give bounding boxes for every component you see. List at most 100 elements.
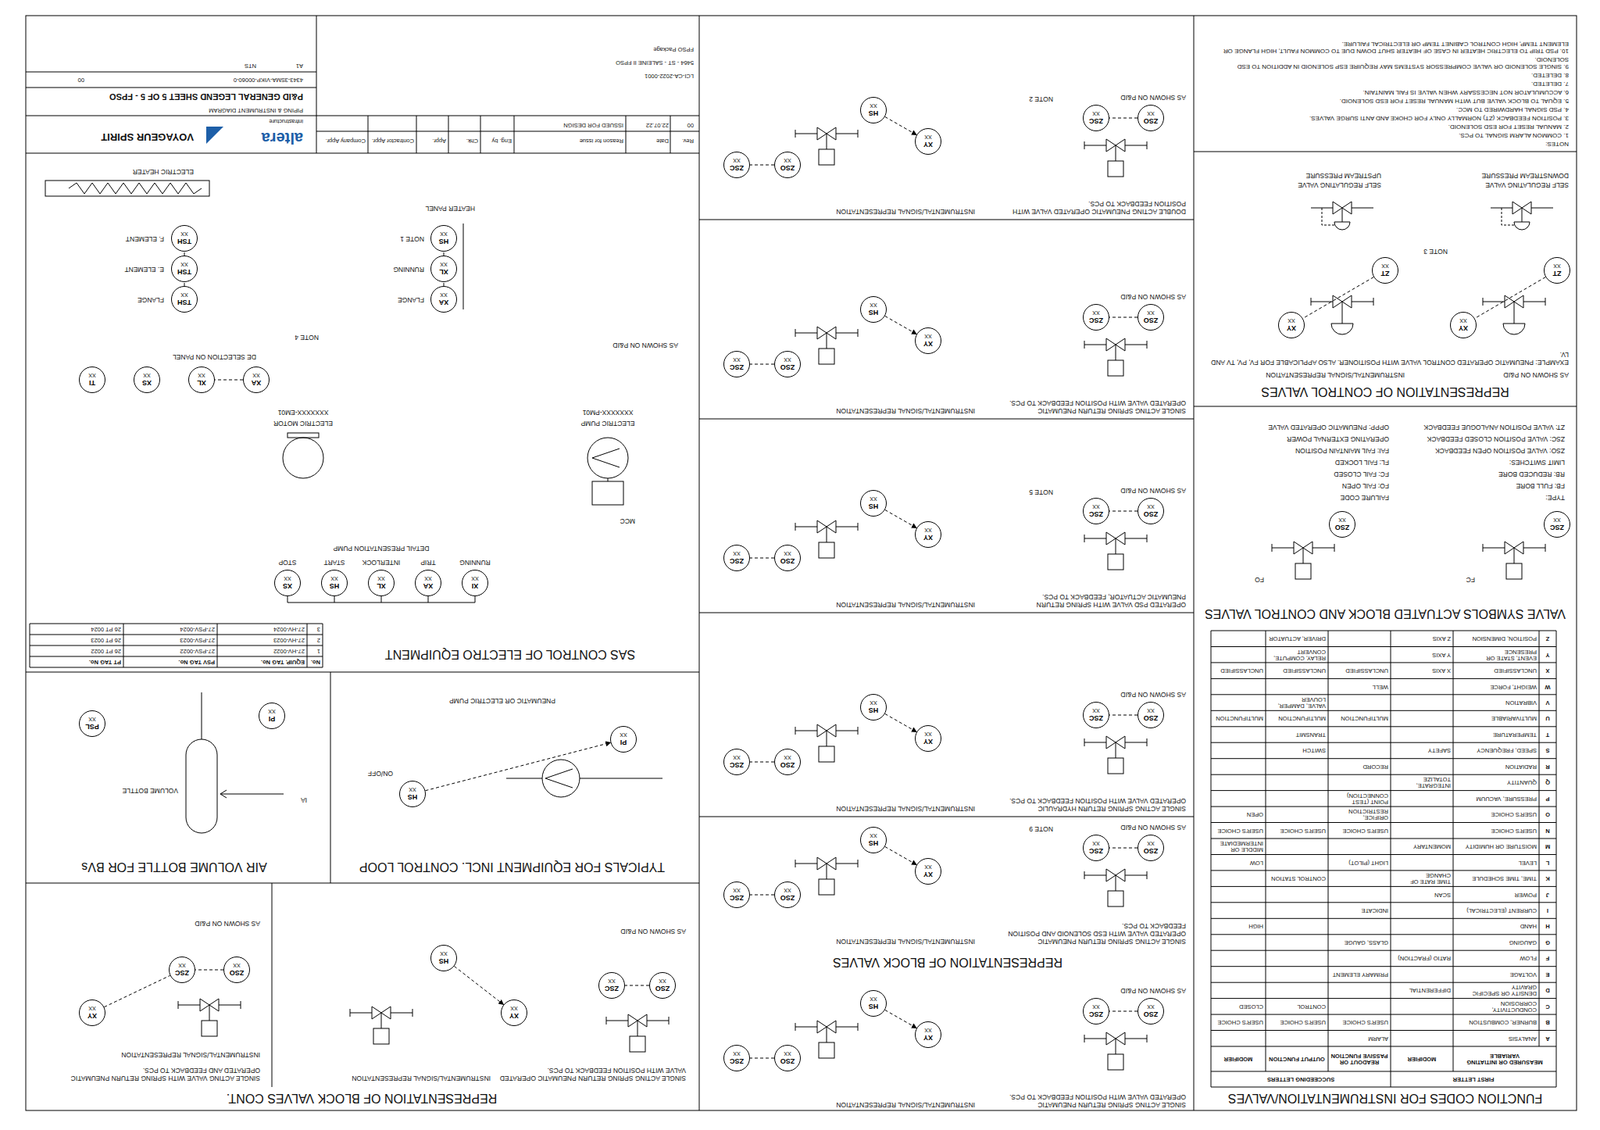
- block-valve-symbol: [795, 127, 858, 165]
- table-cell: 27-PSV-0024: [124, 624, 217, 634]
- instrument-tag: XX: [783, 551, 791, 558]
- table-cell: 26 PT 0023: [30, 635, 123, 645]
- control-valve-symbol: [1482, 295, 1546, 335]
- instrument-bubble: XYXX: [914, 521, 942, 548]
- block-valve-symbol: [1084, 338, 1147, 376]
- instrument-bubble: ZTXX: [1543, 257, 1571, 284]
- instrument-bubble: XYXX: [914, 128, 942, 155]
- instrument-code: ZSC: [729, 1057, 744, 1065]
- instrument-tag: XX: [1553, 517, 1561, 524]
- table-cell: 27-PSV-0023: [124, 635, 217, 645]
- table-cell: 27-PSV-0022: [124, 646, 217, 656]
- instrument-tag: XX: [510, 1006, 518, 1012]
- instrument-code: XY: [923, 871, 933, 879]
- text-label: REPRESENTATION OF BLOCK VALVES: [709, 954, 1186, 969]
- instrument-code: ZSO: [1143, 317, 1159, 325]
- table-cell: A: [1539, 1031, 1556, 1046]
- table-header: MODIFIER: [1391, 1046, 1453, 1071]
- block-valve-symbol: [1084, 532, 1147, 570]
- text-label: MCC: [588, 516, 636, 525]
- instrument-code: ZSC: [604, 985, 619, 993]
- text-label: PIPING & INSTRUMENT DIAGRAM: [29, 106, 304, 114]
- instrument-code: XA: [423, 582, 434, 590]
- text-label: 2. MANUAL RESET FOR ESD SOLENOID.: [1201, 122, 1569, 130]
- table-cell: POINT (TEST CONNECTION): [1328, 791, 1390, 806]
- text-label: LIMIT SWITCHES:: [1396, 457, 1565, 466]
- text-label: NOTES:: [1201, 139, 1569, 147]
- table-cell: EVENT, STATE OR PRESENCE: [1453, 646, 1539, 661]
- instrument-code: ZSO: [780, 557, 796, 565]
- table-cell: Y: [1539, 646, 1556, 661]
- text-label: A1: [271, 61, 304, 69]
- instrument-bubble: XYXX: [1278, 311, 1305, 339]
- instrument-bubble: HSXX: [860, 96, 887, 124]
- table-header: SUCCEEDING LETTERS: [1211, 1071, 1390, 1086]
- instrument-code: XI: [471, 582, 479, 590]
- table-cell: LEVEL: [1453, 854, 1539, 869]
- instrument-tag: XX: [408, 787, 416, 793]
- table-cell: UNCLASSIFIED: [1453, 663, 1539, 678]
- text-label: INSTRUMENTAL/SIGNAL REPRESENTATION: [756, 207, 975, 215]
- instrument-tag: XX: [607, 978, 615, 985]
- instrument-bubble: TIXX: [78, 366, 106, 393]
- table-cell: PRIMARY ELEMENT: [1328, 967, 1390, 982]
- instrument-tag: XX: [197, 373, 205, 379]
- instrument-tag: XX: [1146, 111, 1154, 118]
- text-label: SELF REGULATING VALVE: [1225, 180, 1382, 189]
- logo-mark: [206, 126, 224, 144]
- table-cell: O: [1539, 807, 1556, 822]
- table-cell: No.: [307, 657, 322, 667]
- table-cell: D: [1539, 982, 1556, 997]
- text-label: FLANGE: [78, 295, 165, 304]
- table-cell: F: [1539, 950, 1556, 965]
- block-valve-symbol: [795, 520, 858, 558]
- text-label: Chk.: [448, 136, 479, 144]
- instrument-code: ZSO: [780, 894, 796, 902]
- table-cell: L: [1539, 854, 1556, 869]
- table-cell: DRIVER, ACTUATOR: [1266, 631, 1328, 646]
- table-cell: BURNER, COMBUSTION: [1453, 1014, 1539, 1029]
- text-label: OPERATING EXTERNAL POWER: [1201, 434, 1390, 443]
- table-cell: GLASS, GAUGE: [1328, 935, 1390, 950]
- table-cell: I: [1539, 903, 1556, 918]
- table-cell: K: [1539, 871, 1556, 886]
- table-cell: U: [1539, 710, 1556, 725]
- instrument-code: HS: [868, 503, 879, 511]
- table-cell: MULTIFUNCTION: [1266, 710, 1328, 725]
- table-cell: SCAN: [1391, 886, 1453, 901]
- table-cell: PRESSURE, VACUUM: [1453, 791, 1539, 806]
- text-label: NOTE 9: [1006, 824, 1054, 833]
- instrument-bubble: XAXX: [430, 285, 458, 313]
- text-label: STOP: [265, 557, 310, 566]
- instrument-tag: XX: [869, 103, 877, 110]
- signal-line: [750, 364, 775, 365]
- instrument-code: XS: [142, 379, 152, 387]
- instrument-tag: XX: [1146, 504, 1154, 511]
- instrument-bubble: XSXX: [133, 366, 161, 393]
- table-cell: VALVE, DAMPER, LOUVER: [1266, 695, 1328, 710]
- text-label: FB: FULL BORE: [1396, 481, 1565, 490]
- instrument-bubble: PIXX: [258, 702, 286, 729]
- instrument-code: ZSO: [780, 1057, 796, 1065]
- signal-line: [453, 965, 504, 1004]
- panel-line: [463, 223, 465, 310]
- instrument-tag: XX: [924, 1028, 932, 1034]
- text-label: SINGLE ACTING SPRING RETURN PNEUMATIC OP…: [1006, 921, 1186, 945]
- instrument-bubble: XLXX: [188, 366, 215, 393]
- block-valve-symbol: [1271, 541, 1335, 579]
- table-cell: HIGH: [1211, 918, 1265, 933]
- text-label: AS SHOWN ON P&ID: [1068, 292, 1186, 300]
- instrument-bubble: ZSOXX: [1137, 997, 1165, 1025]
- text-label: FAI: FAIL MAINTAIN POSITION: [1201, 446, 1390, 454]
- text-label: RUNNING: [453, 557, 497, 566]
- text-label: SELF REGULATING VALVE: [1412, 180, 1569, 189]
- table-cell: 2: [307, 635, 322, 645]
- text-label: 22.07.22: [625, 121, 669, 129]
- instrument-code: HS: [868, 707, 879, 715]
- text-label: AIR VOLUME BOTTLE FOR BVs: [33, 859, 315, 874]
- instrument-code: PI: [620, 739, 628, 747]
- instrument-bubble: TSHXX: [171, 285, 198, 313]
- text-label: 4343-3SMA-VIKP-00060-0: [107, 75, 304, 83]
